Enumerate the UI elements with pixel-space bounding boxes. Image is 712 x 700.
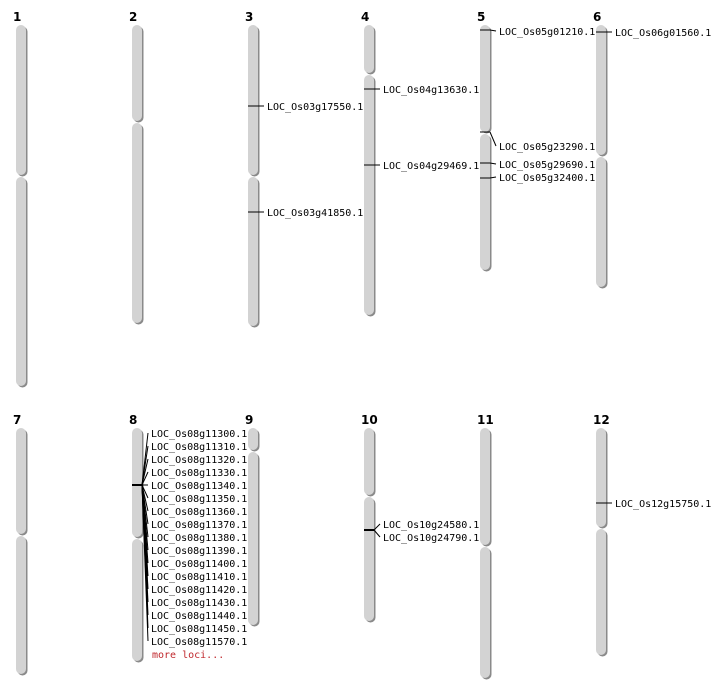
locus-label[interactable]: LOC_Os05g23290.1 xyxy=(499,142,595,153)
short-arm xyxy=(132,25,142,121)
locus-label[interactable]: LOC_Os08g11300.1 xyxy=(151,429,247,440)
locus-label[interactable]: LOC_Os08g11390.1 xyxy=(151,546,247,557)
short-arm xyxy=(364,428,374,495)
locus-label[interactable]: LOC_Os05g01210.1 xyxy=(499,27,595,38)
locus-label[interactable]: LOC_Os08g11440.1 xyxy=(151,611,247,622)
locus-label[interactable]: LOC_Os12g15750.1 xyxy=(615,499,711,510)
chromosome-number: 9 xyxy=(245,413,253,427)
short-arm xyxy=(596,25,606,155)
locus-label[interactable]: LOC_Os03g41850.1 xyxy=(267,208,363,219)
long-arm xyxy=(596,157,606,287)
locus-leader xyxy=(489,29,497,32)
locus-label[interactable]: LOC_Os04g29469.1 xyxy=(383,161,479,172)
long-arm xyxy=(364,497,374,621)
locus-label[interactable]: LOC_Os08g11340.1 xyxy=(151,481,247,492)
long-arm xyxy=(596,529,606,655)
locus-label[interactable]: LOC_Os08g11330.1 xyxy=(151,468,247,479)
locus-label[interactable]: LOC_Os08g11450.1 xyxy=(151,624,247,635)
locus-leader xyxy=(141,458,149,486)
short-arm xyxy=(248,25,258,175)
locus-label[interactable]: LOC_Os05g29690.1 xyxy=(499,160,595,171)
locus-leader xyxy=(141,471,149,486)
locus-label[interactable]: LOC_Os08g11430.1 xyxy=(151,598,247,609)
chromosome-number: 2 xyxy=(129,10,137,24)
locus-label[interactable]: LOC_Os08g11370.1 xyxy=(151,520,247,531)
locus-label[interactable]: LOC_Os06g01560.1 xyxy=(615,28,711,39)
locus-label[interactable]: LOC_Os08g11570.1 xyxy=(151,637,247,648)
chromosome-7[interactable]: 7 xyxy=(13,413,28,676)
long-arm xyxy=(16,536,26,674)
locus-label[interactable]: LOC_Os03g17550.1 xyxy=(267,102,363,113)
chromosome-number: 3 xyxy=(245,10,253,24)
chromosome-number: 8 xyxy=(129,413,137,427)
locus-label[interactable]: LOC_Os08g11360.1 xyxy=(151,507,247,518)
long-arm xyxy=(364,75,374,315)
locus-label[interactable]: LOC_Os04g13630.1 xyxy=(383,85,479,96)
chromosome-5[interactable]: 5LOC_Os05g01210.1LOC_Os05g23290.1LOC_Os0… xyxy=(477,10,595,272)
chromosome-number: 10 xyxy=(361,413,378,427)
chromosome-number: 5 xyxy=(477,10,485,24)
locus-leader xyxy=(489,131,497,147)
locus-label[interactable]: LOC_Os05g32400.1 xyxy=(499,173,595,184)
long-arm xyxy=(248,177,258,326)
short-arm xyxy=(248,428,258,450)
chromosome-number: 6 xyxy=(593,10,601,24)
locus-label[interactable]: LOC_Os08g11350.1 xyxy=(151,494,247,505)
locus-label[interactable]: LOC_Os10g24790.1 xyxy=(383,533,479,544)
locus-label[interactable]: LOC_Os10g24580.1 xyxy=(383,520,479,531)
locus-label[interactable]: LOC_Os08g11310.1 xyxy=(151,442,247,453)
chromosome-8[interactable]: 8LOC_Os08g11300.1LOC_Os08g11310.1LOC_Os0… xyxy=(129,413,247,663)
locus-leader xyxy=(373,529,381,538)
locus-leader xyxy=(373,523,381,531)
locus-leader xyxy=(141,484,149,642)
locus-label[interactable]: LOC_Os08g11380.1 xyxy=(151,533,247,544)
chromosome-number: 4 xyxy=(361,10,369,24)
locus-label[interactable]: LOC_Os08g11400.1 xyxy=(151,559,247,570)
chromosome-1[interactable]: 1 xyxy=(13,10,28,388)
long-arm xyxy=(480,134,490,270)
locus-label[interactable]: LOC_Os08g11320.1 xyxy=(151,455,247,466)
short-arm xyxy=(16,25,26,175)
long-arm xyxy=(132,123,142,323)
short-arm xyxy=(132,428,142,537)
chromosome-number: 11 xyxy=(477,413,494,427)
short-arm xyxy=(596,428,606,527)
long-arm xyxy=(132,539,142,661)
locus-label[interactable]: LOC_Os08g11410.1 xyxy=(151,572,247,583)
locus-leader xyxy=(489,162,497,165)
long-arm xyxy=(480,547,490,678)
short-arm xyxy=(364,25,374,73)
short-arm xyxy=(16,428,26,534)
chromosome-number: 12 xyxy=(593,413,610,427)
locus-label[interactable]: LOC_Os08g11420.1 xyxy=(151,585,247,596)
chromosome-2[interactable]: 2 xyxy=(129,10,144,325)
chromosome-number: 7 xyxy=(13,413,21,427)
locus-leader xyxy=(489,176,497,179)
short-arm xyxy=(480,428,490,545)
short-arm xyxy=(480,25,490,132)
chromosome-number: 1 xyxy=(13,10,21,24)
chromosome-9[interactable]: 9 xyxy=(245,413,260,627)
long-arm xyxy=(16,177,26,386)
more-loci-link[interactable]: more loci... xyxy=(152,650,224,661)
long-arm xyxy=(248,452,258,625)
chromosome-11[interactable]: 11 xyxy=(477,413,494,680)
